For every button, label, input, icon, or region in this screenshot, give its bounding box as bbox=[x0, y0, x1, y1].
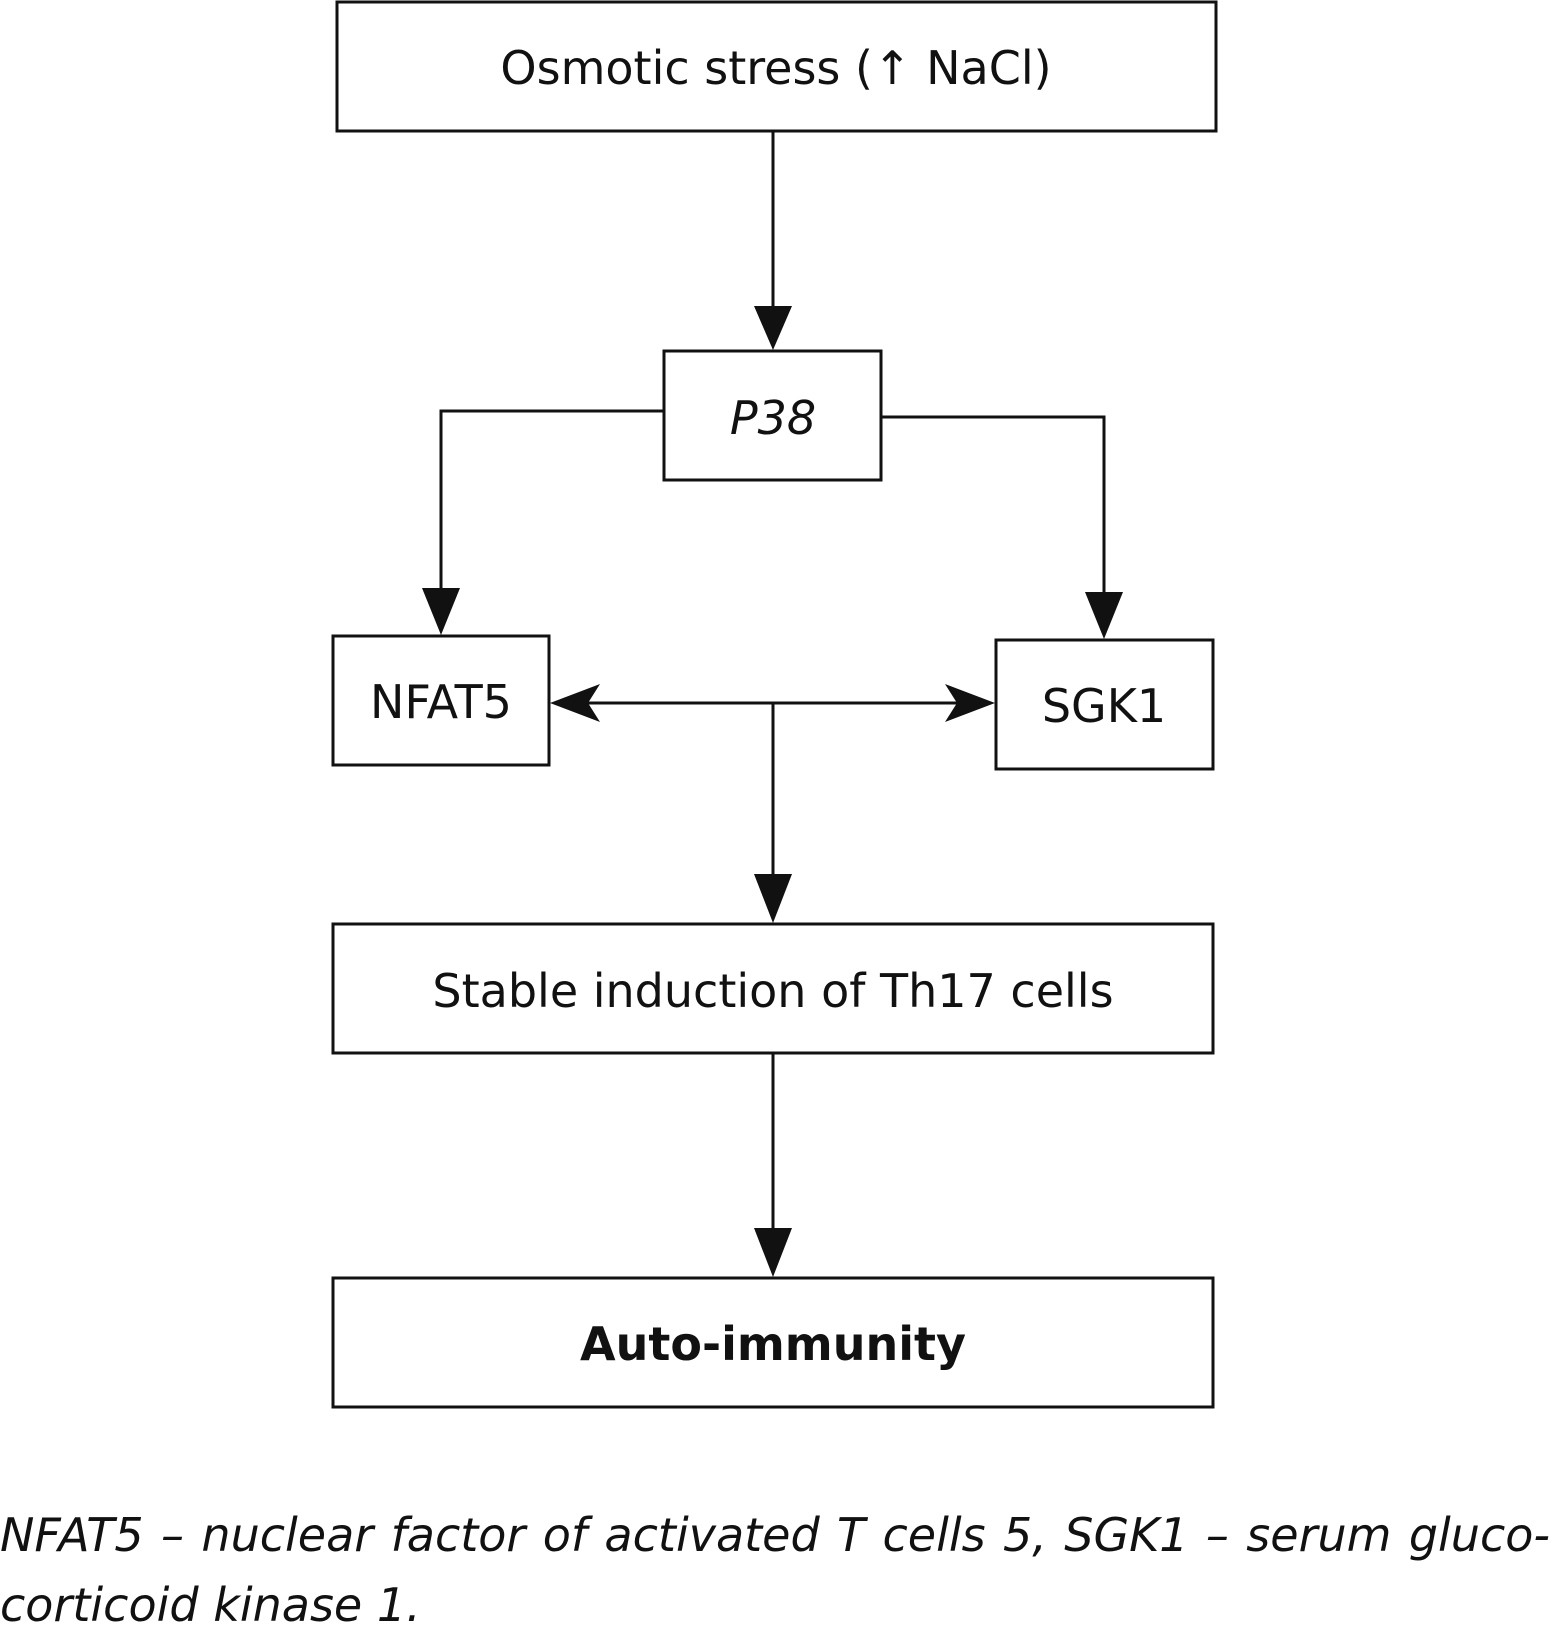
arrowhead-down-icon bbox=[754, 306, 792, 350]
edges bbox=[422, 131, 1123, 1277]
figure-caption: NFAT5 – nuclear factor of activated T ce… bbox=[0, 1508, 1550, 1632]
node-autoimmunity: Auto-immunity bbox=[331, 1276, 1215, 1409]
arrowhead-right-icon bbox=[945, 684, 995, 722]
arrowhead-left-icon bbox=[550, 684, 600, 722]
arrow-p38-to-nfat5 bbox=[439, 409, 664, 600]
node-sgk1-label: SGK1 bbox=[1042, 679, 1166, 733]
arrow-p38-to-sgk1 bbox=[881, 415, 1106, 604]
node-th17: Stable induction of Th17 cells bbox=[331, 922, 1215, 1055]
arrowhead-down-icon bbox=[1085, 592, 1123, 639]
node-p38: P38 bbox=[662, 349, 883, 482]
arrowhead-down-icon bbox=[754, 874, 792, 923]
node-nfat5: NFAT5 bbox=[331, 634, 551, 767]
node-p38-label: P38 bbox=[730, 391, 816, 445]
node-osmotic-stress-label: Osmotic stress (↑ NaCl) bbox=[500, 41, 1051, 95]
arrowhead-down-icon bbox=[754, 1228, 792, 1277]
node-th17-label: Stable induction of Th17 cells bbox=[432, 964, 1113, 1018]
node-nfat5-label: NFAT5 bbox=[370, 675, 512, 729]
node-osmotic-stress: Osmotic stress (↑ NaCl) bbox=[335, 0, 1218, 133]
arrowhead-down-icon bbox=[422, 588, 460, 635]
node-sgk1: SGK1 bbox=[994, 638, 1215, 771]
node-autoimmunity-label: Auto-immunity bbox=[580, 1317, 966, 1371]
